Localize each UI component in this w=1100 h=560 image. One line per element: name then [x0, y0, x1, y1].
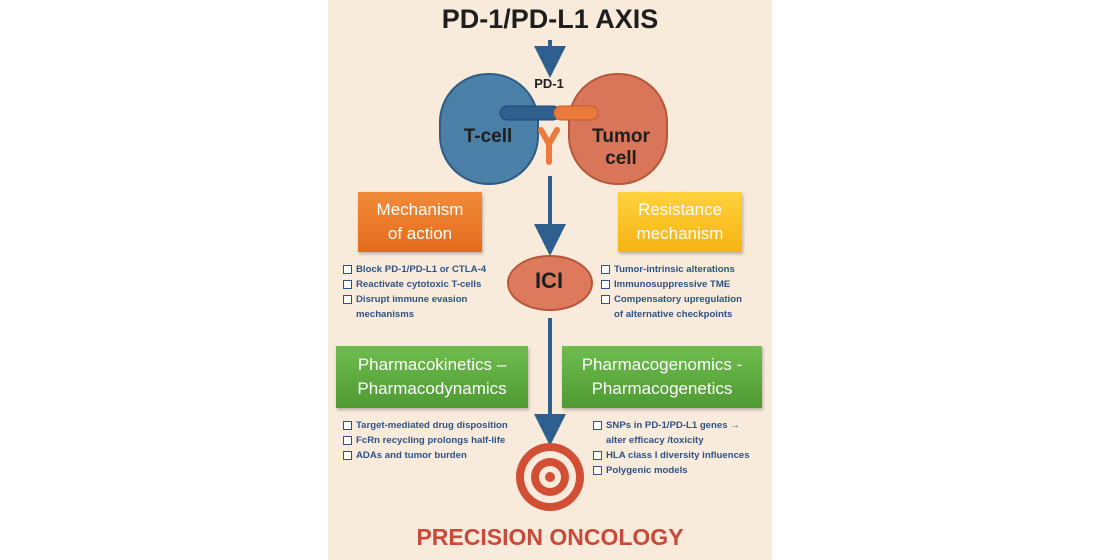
list-item: Reactivate cytotoxic T-cells	[342, 277, 512, 292]
mechanism-box-line2: of action	[387, 224, 453, 243]
resistance-list: Tumor-intrinsic alterations Immunosuppre…	[600, 262, 772, 322]
pkpd-box-line1: Pharmacokinetics –	[357, 355, 507, 374]
pkpd-box-line2: Pharmacodynamics	[357, 379, 507, 398]
t-cell-shape	[439, 73, 539, 185]
precision-oncology-heading: PRECISION ONCOLOGY	[416, 524, 684, 550]
list-item-continuation: of alternative checkpoints	[614, 309, 733, 320]
list-item: Immunosuppressive TME	[600, 277, 772, 292]
list-item: Target-mediated drug disposition	[342, 418, 522, 433]
pgx-box-line1: Pharmacogenomics -	[581, 355, 743, 374]
list-item-continuation: alter efficacy /toxicity	[606, 435, 704, 446]
ici-label: ICI	[534, 268, 564, 293]
list-item-continuation: mechanisms	[356, 309, 415, 320]
list-item: Tumor-intrinsic alterations	[600, 262, 772, 277]
pgx-box-line2: Pharmacogenetics	[591, 379, 733, 398]
list-item: SNPs in PD-1/PD-L1 genes →	[592, 418, 772, 433]
resistance-box-line1: Resistance	[637, 200, 723, 219]
tumor-cell-label-line2: cell	[605, 148, 637, 169]
pgx-list: SNPs in PD-1/PD-L1 genes → alter efficac…	[592, 418, 772, 478]
mechanism-box-line1: Mechanism	[376, 200, 464, 219]
ici-ellipse	[507, 255, 593, 311]
pharmacokinetics-box: Pharmacokinetics – Pharmacodynamics	[336, 346, 528, 408]
pd1-label: PD-1	[534, 76, 564, 91]
diagram-panel: PD-1/PD-L1 AXIS PD-1 T-cell Tumor cell M…	[328, 0, 772, 560]
tumor-cell-shape	[568, 73, 668, 185]
mechanism-of-action-box: Mechanism of action	[358, 192, 482, 252]
pdl1-ligand-bar	[553, 105, 599, 121]
list-item: Disrupt immune evasion	[342, 292, 512, 307]
list-item: Block PD-1/PD-L1 or CTLA-4	[342, 262, 512, 277]
resistance-box-line2: mechanism	[636, 224, 724, 243]
tumor-cell-label: Tumor cell	[580, 126, 662, 170]
list-item: FcRn recycling prolongs half-life	[342, 433, 522, 448]
pd1-receptor-bar	[499, 105, 561, 121]
diagram-art	[439, 40, 668, 511]
list-item: Polygenic models	[592, 463, 772, 478]
pkpd-list: Target-mediated drug disposition FcRn re…	[342, 418, 522, 463]
list-item: ADAs and tumor burden	[342, 448, 522, 463]
antibody-y-icon	[538, 127, 560, 165]
pharmacogenomics-box: Pharmacogenomics - Pharmacogenetics	[562, 346, 762, 408]
diagram-title: PD-1/PD-L1 AXIS	[441, 4, 659, 34]
list-item: HLA class I diversity influences	[592, 448, 772, 463]
list-item: Compensatory upregulation	[600, 292, 772, 307]
t-cell-label: T-cell	[463, 126, 513, 147]
target-icon	[516, 443, 584, 511]
tumor-cell-label-line1: Tumor	[592, 126, 650, 147]
resistance-mechanism-box: Resistance mechanism	[618, 192, 742, 252]
mechanism-list: Block PD-1/PD-L1 or CTLA-4 Reactivate cy…	[342, 262, 512, 322]
